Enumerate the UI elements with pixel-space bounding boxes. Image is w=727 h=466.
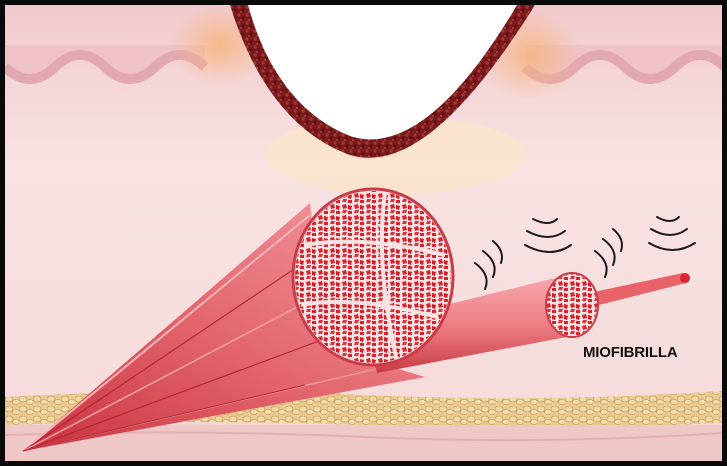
muscle-injury-illustration	[5, 5, 722, 461]
myofibril-cross-section-icon	[545, 273, 599, 337]
myofibril-label: MIOFIBRILLA	[583, 344, 677, 361]
fascicle-cross-section-icon	[293, 189, 453, 365]
